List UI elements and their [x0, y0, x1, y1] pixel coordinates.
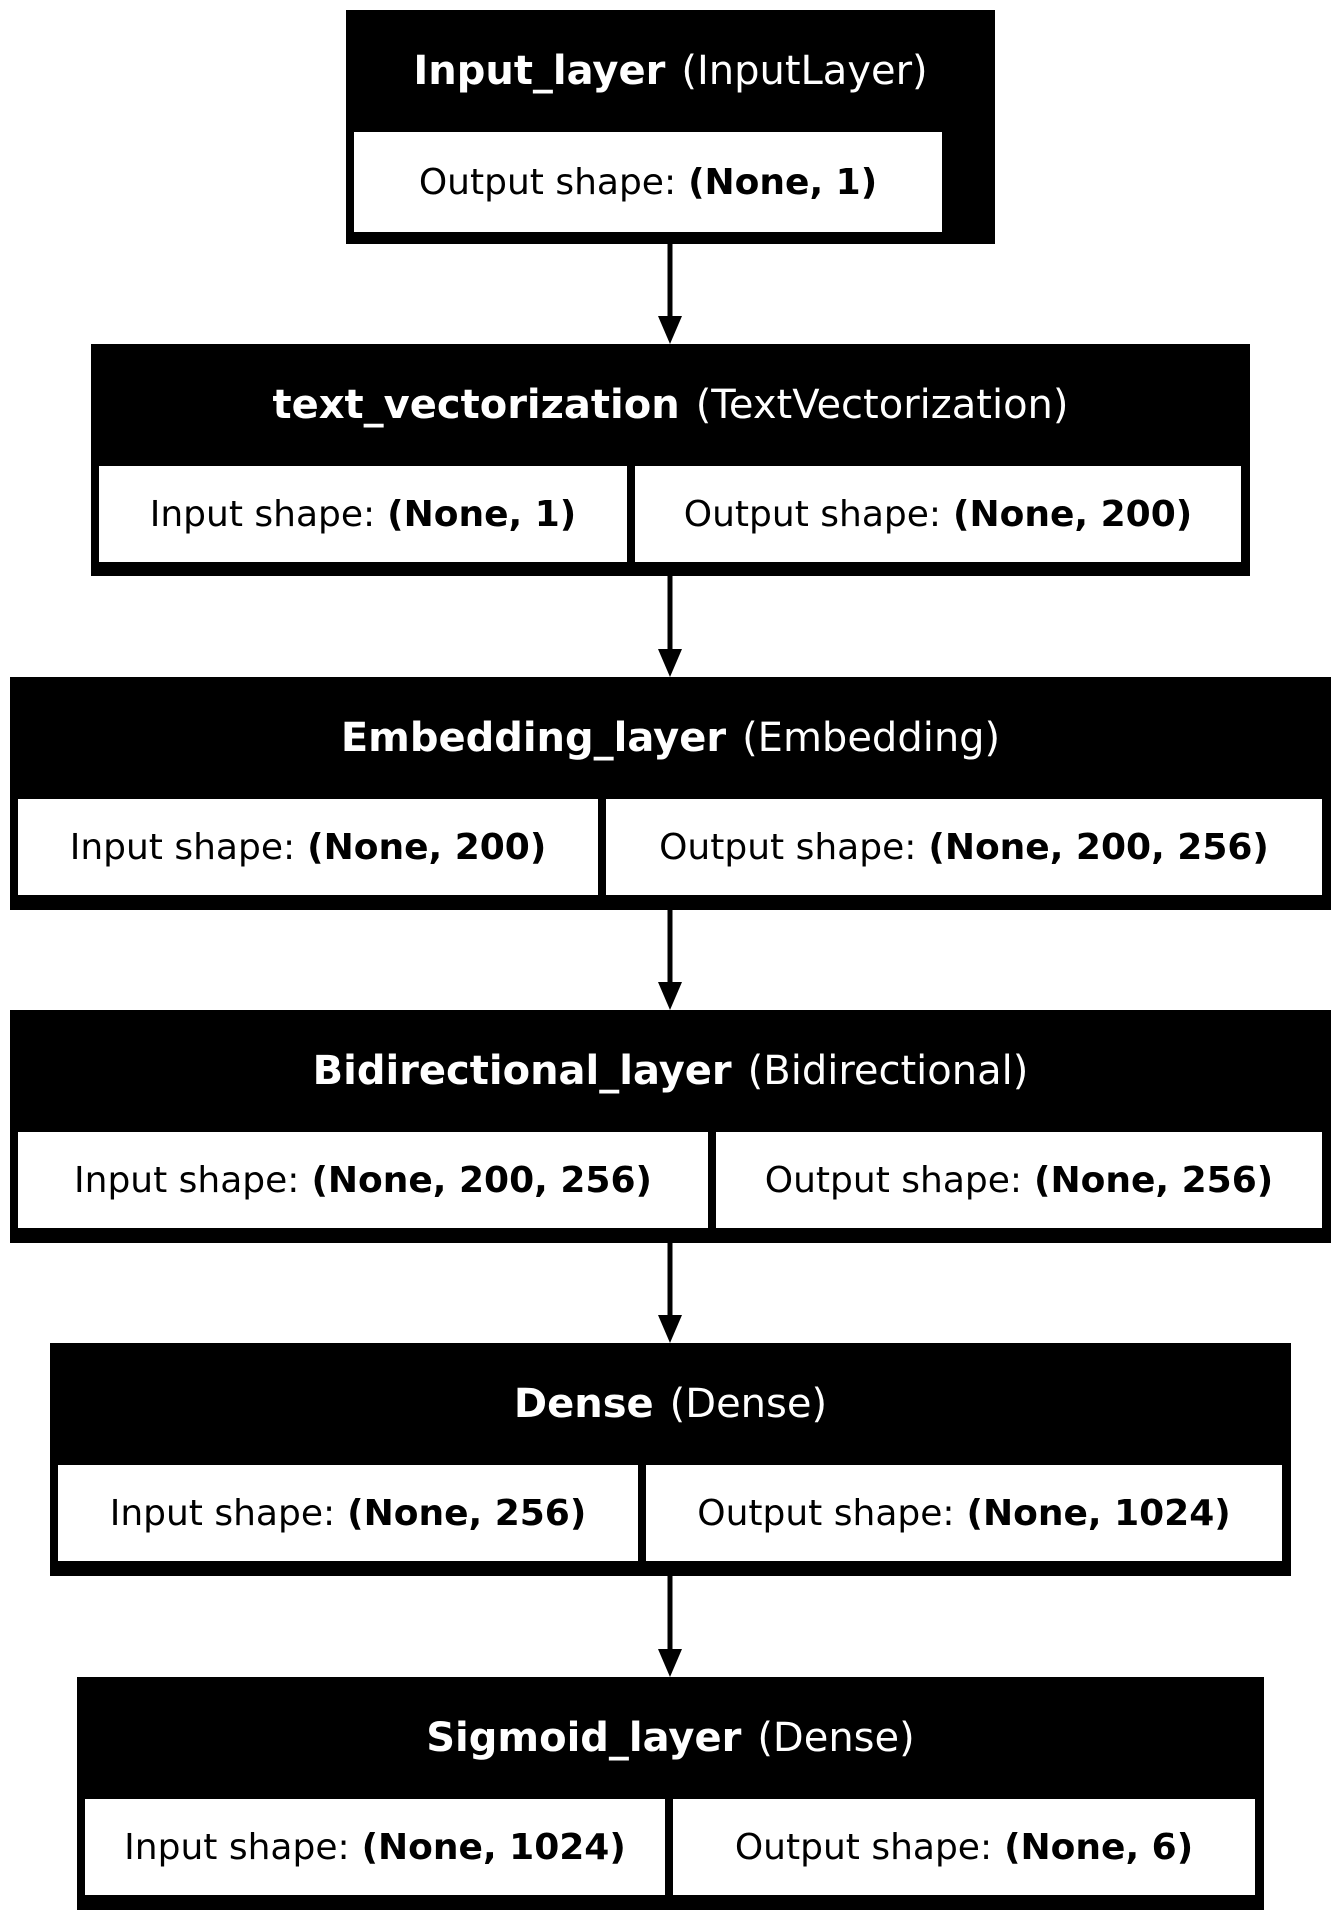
output-shape-value: (None, 200, 256) [928, 826, 1269, 868]
output-shape-value: (None, 1024) [966, 1492, 1231, 1534]
input-shape-cell: Input shape: (None, 200) [18, 799, 598, 895]
layer-type: (Embedding) [742, 715, 1001, 761]
output-shape-value: (None, 6) [1004, 1826, 1194, 1868]
input-shape-label: Input shape: [109, 1492, 336, 1534]
layer-title: Dense (Dense) [50, 1343, 1291, 1465]
output-shape-cell: Output shape: (None, 256) [716, 1132, 1322, 1228]
layer-name: Input_layer [413, 48, 666, 94]
layer-node-text-vectorization: text_vectorization (TextVectorization) I… [91, 344, 1250, 576]
layer-type: (TextVectorization) [695, 382, 1069, 428]
layer-name: text_vectorization [272, 382, 680, 428]
edge-arrow-3 [658, 910, 682, 1010]
output-shape-label: Output shape: [697, 1492, 955, 1534]
input-shape-label: Input shape: [74, 1159, 300, 1201]
output-shape-cell: Output shape: (None, 200, 256) [606, 799, 1322, 895]
input-shape-label: Input shape: [69, 826, 296, 868]
layer-node-sigmoid-layer: Sigmoid_layer (Dense) Input shape: (None… [77, 1677, 1264, 1910]
output-shape-value: (None, 200) [953, 493, 1193, 535]
input-shape-value: (None, 1024) [361, 1826, 626, 1868]
output-shape-cell: Output shape: (None, 6) [673, 1799, 1255, 1895]
output-shape-label: Output shape: [764, 1159, 1023, 1201]
output-shape-value: (None, 256) [1034, 1159, 1274, 1201]
input-shape-label: Input shape: [149, 493, 376, 535]
layer-node-embedding-layer: Embedding_layer (Embedding) Input shape:… [10, 677, 1331, 910]
input-shape-value: (None, 256) [347, 1492, 587, 1534]
output-shape-label: Output shape: [683, 493, 942, 535]
edge-arrow-1 [658, 244, 682, 344]
layer-type: (Dense) [757, 1715, 915, 1761]
input-shape-cell: Input shape: (None, 1024) [85, 1799, 665, 1895]
layer-node-dense: Dense (Dense) Input shape: (None, 256) O… [50, 1343, 1291, 1576]
layer-type: (Bidirectional) [747, 1048, 1029, 1094]
edge-arrow-5 [658, 1576, 682, 1677]
layer-type: (Dense) [669, 1381, 828, 1427]
output-shape-value: (None, 1) [688, 161, 878, 203]
layer-title: Bidirectional_layer (Bidirectional) [10, 1010, 1331, 1132]
layer-name: Sigmoid_layer [426, 1715, 742, 1761]
input-shape-value: (None, 200, 256) [311, 1159, 652, 1201]
output-shape-cell: Output shape: (None, 200) [635, 466, 1241, 562]
layer-title: Input_layer (InputLayer) [346, 10, 995, 132]
output-shape-cell: Output shape: (None, 1) [354, 132, 942, 232]
output-shape-label: Output shape: [659, 826, 917, 868]
layer-title: Embedding_layer (Embedding) [10, 677, 1331, 799]
layer-node-bidirectional-layer: Bidirectional_layer (Bidirectional) Inpu… [10, 1010, 1331, 1243]
edge-arrow-4 [658, 1243, 682, 1343]
input-shape-cell: Input shape: (None, 256) [58, 1465, 638, 1561]
layer-title: Sigmoid_layer (Dense) [77, 1677, 1264, 1799]
output-shape-label: Output shape: [734, 1826, 993, 1868]
input-shape-label: Input shape: [124, 1826, 350, 1868]
output-shape-cell: Output shape: (None, 1024) [646, 1465, 1282, 1561]
edge-arrow-2 [658, 576, 682, 677]
input-shape-cell: Input shape: (None, 1) [99, 466, 627, 562]
layer-name: Bidirectional_layer [312, 1048, 732, 1094]
layer-title: text_vectorization (TextVectorization) [91, 344, 1250, 466]
input-shape-cell: Input shape: (None, 200, 256) [18, 1132, 708, 1228]
input-shape-value: (None, 1) [387, 493, 577, 535]
layer-type: (InputLayer) [681, 48, 928, 94]
layer-name: Dense [513, 1381, 654, 1427]
layer-node-input-layer: Input_layer (InputLayer) Output shape: (… [346, 10, 995, 244]
layer-name: Embedding_layer [340, 715, 727, 761]
input-shape-value: (None, 200) [307, 826, 547, 868]
output-shape-label: Output shape: [418, 161, 677, 203]
